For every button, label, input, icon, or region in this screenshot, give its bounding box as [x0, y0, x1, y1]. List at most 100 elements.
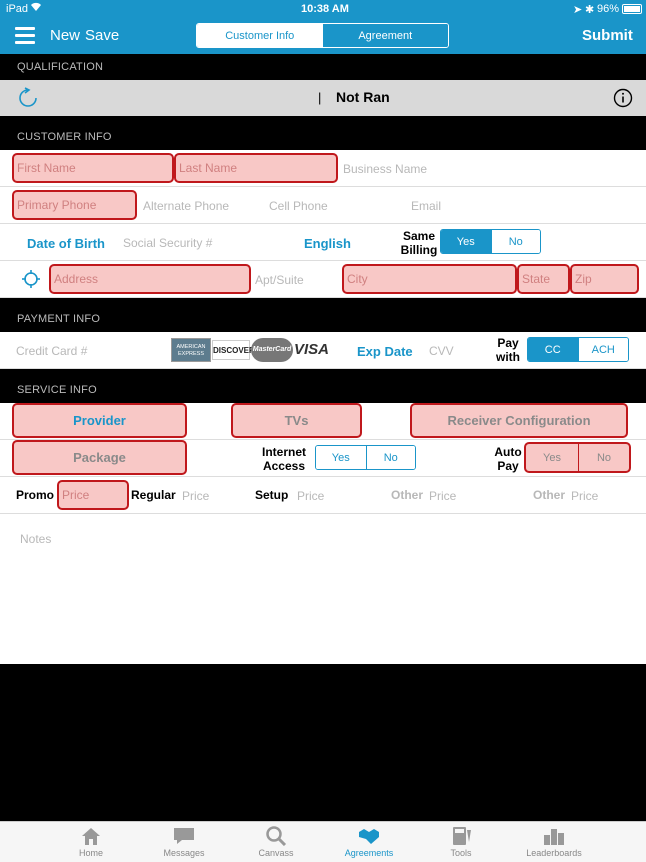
tab-home[interactable]: Home: [51, 822, 131, 862]
menu-icon[interactable]: [15, 26, 35, 49]
device-name: iPad: [6, 3, 29, 15]
status-separator: |: [318, 90, 322, 105]
same-billing-label: Same Billing: [400, 229, 438, 257]
search-icon: [266, 826, 287, 846]
phone-row: Primary Phone Alternate Phone Cell Phone…: [0, 187, 646, 224]
tab-bar: Home Messages Canvass Agreements Tools L…: [0, 821, 646, 862]
same-billing-toggle: Yes No: [440, 229, 541, 254]
alternate-phone-input[interactable]: Alternate Phone: [143, 199, 230, 213]
pay-with-toggle: CC ACH: [527, 337, 629, 362]
auto-pay-yes[interactable]: Yes: [543, 451, 561, 464]
battery-percent: 96%: [597, 3, 620, 15]
wifi-icon: [30, 2, 42, 15]
visa-logo: VISA: [294, 341, 330, 358]
tab-agreement[interactable]: Agreement: [322, 24, 448, 47]
city-input[interactable]: City: [342, 264, 517, 294]
internet-access-yes[interactable]: Yes: [316, 446, 366, 469]
tab-agreements[interactable]: Agreements: [329, 822, 409, 862]
other-price-input-2[interactable]: Price: [571, 489, 599, 503]
status-bar: iPad 10:38 AM ➤ ✱ 96%: [0, 0, 646, 18]
battery-icon: [622, 4, 642, 14]
internet-access-no[interactable]: No: [365, 446, 415, 469]
name-row: First Name Last Name Business Name: [0, 150, 646, 187]
bluetooth-icon: ✱: [585, 4, 595, 16]
tvs-button[interactable]: TVs: [231, 403, 362, 438]
date-of-birth-picker[interactable]: Date of Birth: [27, 236, 105, 251]
promo-price-input[interactable]: Price: [57, 480, 129, 510]
calculator-icon: [453, 827, 471, 845]
internet-access-label: Internet Access: [261, 445, 306, 473]
pay-with-cc[interactable]: CC: [528, 338, 578, 361]
tab-messages[interactable]: Messages: [144, 822, 224, 862]
regular-label: Regular: [131, 488, 176, 502]
info-icon[interactable]: [613, 88, 633, 113]
setup-price-input[interactable]: Price: [297, 489, 325, 503]
qualification-header: QUALIFICATION: [0, 54, 646, 80]
receiver-configuration-button[interactable]: Receiver Configuration: [410, 403, 628, 438]
notes-placeholder: Notes: [20, 532, 52, 546]
ssn-input[interactable]: Social Security #: [123, 236, 213, 250]
primary-phone-input[interactable]: Primary Phone: [12, 190, 137, 220]
apt-suite-input[interactable]: Apt/Suite: [255, 273, 304, 287]
payment-row: Credit Card # AMERICAN EXPRESS DISCOVER …: [0, 332, 646, 369]
regular-price-input[interactable]: Price: [182, 489, 210, 503]
cvv-input[interactable]: CVV: [429, 344, 454, 358]
state-input[interactable]: State: [517, 264, 570, 294]
first-name-input[interactable]: First Name: [12, 153, 174, 183]
language-selector[interactable]: English: [304, 236, 351, 251]
provider-button[interactable]: Provider: [12, 403, 187, 438]
new-button[interactable]: New: [50, 27, 81, 44]
last-name-input[interactable]: Last Name: [174, 153, 338, 183]
discover-logo: DISCOVER: [212, 340, 255, 360]
auto-pay-toggle: Yes No: [524, 442, 631, 473]
service-row-1: Provider TVs Receiver Configuration: [0, 403, 646, 440]
messages-icon: [174, 828, 194, 844]
pay-with-label: Pay with: [496, 336, 520, 364]
pricing-row: Promo Price Regular Price Setup Price Ot…: [0, 477, 646, 514]
tab-tools[interactable]: Tools: [421, 822, 501, 862]
home-icon: [82, 828, 100, 845]
leaderboard-icon: [544, 829, 564, 845]
amex-logo: AMERICAN EXPRESS: [171, 338, 211, 362]
email-input[interactable]: Email: [411, 199, 442, 213]
same-billing-yes[interactable]: Yes: [441, 230, 491, 253]
service-row-2: Package Internet Access Yes No Auto Pay …: [0, 440, 646, 477]
cell-phone-input[interactable]: Cell Phone: [269, 199, 328, 213]
address-row: Address Apt/Suite City State Zip: [0, 261, 646, 298]
locate-icon[interactable]: [21, 269, 41, 294]
promo-label: Promo: [16, 488, 55, 502]
auto-pay-no[interactable]: No: [578, 444, 629, 471]
refresh-icon[interactable]: [17, 87, 39, 114]
exp-date-picker[interactable]: Exp Date: [357, 344, 413, 359]
handshake-icon: [359, 829, 379, 844]
other-label-1: Other: [391, 488, 424, 502]
other-label-2: Other: [533, 488, 566, 502]
auto-pay-label: Auto Pay: [494, 445, 522, 473]
qualification-status: Not Ran: [336, 89, 390, 105]
pay-with-ach[interactable]: ACH: [577, 338, 628, 361]
tab-customer-info[interactable]: Customer Info: [197, 24, 323, 47]
dob-row: Date of Birth Social Security # English …: [0, 224, 646, 261]
mastercard-logo: MasterCard: [251, 338, 293, 362]
service-info-header: SERVICE INFO: [0, 377, 646, 403]
tab-leaderboards[interactable]: Leaderboards: [514, 822, 594, 862]
submit-button[interactable]: Submit: [582, 27, 633, 44]
clock: 10:38 AM: [301, 3, 349, 15]
notes-textarea[interactable]: Notes: [0, 514, 646, 664]
address-input[interactable]: Address: [49, 264, 251, 294]
location-icon: ➤: [573, 4, 583, 16]
customer-info-header: CUSTOMER INFO: [0, 124, 646, 150]
payment-info-header: PAYMENT INFO: [0, 306, 646, 332]
tab-canvass[interactable]: Canvass: [236, 822, 316, 862]
form-tab-control: Customer Info Agreement: [196, 23, 449, 48]
business-name-input[interactable]: Business Name: [343, 162, 428, 176]
credit-card-input[interactable]: Credit Card #: [16, 344, 88, 358]
other-price-input-1[interactable]: Price: [429, 489, 457, 503]
package-button[interactable]: Package: [12, 440, 187, 475]
save-button[interactable]: Save: [85, 27, 120, 44]
same-billing-no[interactable]: No: [490, 230, 540, 253]
qualification-row: | Not Ran: [0, 80, 646, 116]
internet-access-toggle: Yes No: [315, 445, 416, 470]
zip-input[interactable]: Zip: [570, 264, 639, 294]
setup-label: Setup: [255, 488, 289, 502]
